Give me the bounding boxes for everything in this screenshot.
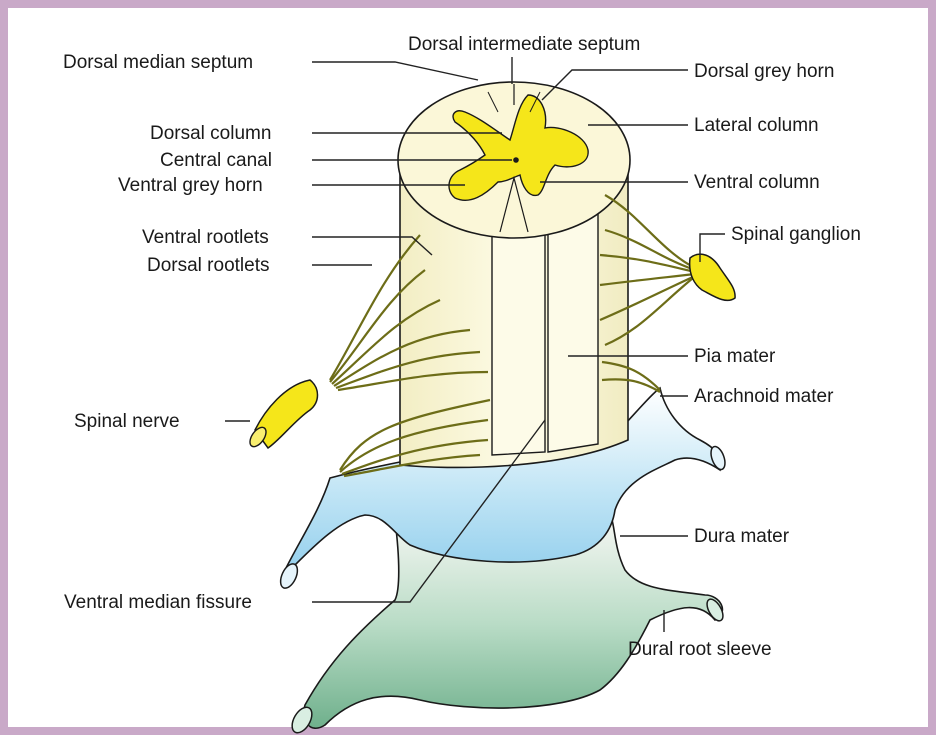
spinal-ganglion [690,254,735,300]
label-dural-root-sleeve: Dural root sleeve [628,639,772,660]
central-canal-dot [513,157,519,163]
label-spinal-ganglion: Spinal ganglion [731,224,861,245]
label-dorsal-column: Dorsal column [150,123,271,144]
label-spinal-nerve: Spinal nerve [74,411,180,432]
label-dorsal-median-septum: Dorsal median septum [63,52,253,73]
label-dorsal-grey-horn: Dorsal grey horn [694,61,834,82]
arachnoid-opening-left [277,561,301,590]
label-dorsal-rootlets: Dorsal rootlets [147,255,270,276]
label-dura-mater: Dura mater [694,526,790,547]
label-arachnoid-mater: Arachnoid mater [694,386,834,407]
label-central-canal: Central canal [160,150,272,171]
label-ventral-rootlets: Ventral rootlets [142,227,269,248]
label-lateral-column: Lateral column [694,115,819,136]
label-dorsal-intermediate-septum: Dorsal intermediate septum [408,34,640,55]
arachnoid-opening-right [708,445,727,472]
label-ventral-column: Ventral column [694,172,820,193]
label-ventral-median-fissure: Ventral median fissure [64,592,252,613]
label-ventral-grey-horn: Ventral grey horn [118,175,263,196]
label-pia-mater: Pia mater [694,346,776,367]
